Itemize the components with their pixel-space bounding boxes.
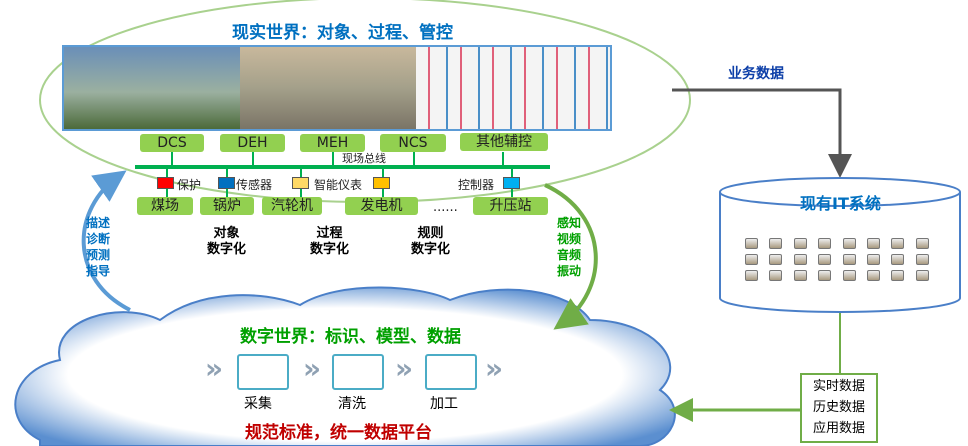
object-generator: 发电机 bbox=[345, 197, 418, 215]
it-system-cylinder bbox=[719, 192, 961, 313]
server-icon bbox=[915, 254, 929, 265]
process-gear-icon bbox=[425, 354, 477, 390]
sensor-device-icon bbox=[218, 177, 235, 189]
server-icon bbox=[891, 270, 905, 281]
platform-footer: 规范标准，统一数据平台 bbox=[245, 423, 432, 443]
object-coal-yard: 煤场 bbox=[137, 197, 193, 215]
application-data: 应用数据 bbox=[812, 421, 865, 436]
fieldbus-label: 现场总线 bbox=[342, 152, 386, 165]
server-icon bbox=[769, 238, 783, 249]
realtime-data: 实时数据 bbox=[812, 379, 865, 394]
server-icon bbox=[866, 238, 880, 249]
device-label: 控制器 bbox=[458, 178, 495, 192]
collect-icon bbox=[237, 354, 289, 390]
server-icon bbox=[818, 270, 832, 281]
fieldbus-line bbox=[135, 165, 550, 169]
photo-strip bbox=[62, 45, 612, 131]
object-substation: 升压站 bbox=[473, 197, 548, 215]
object-turbine: 汽轮机 bbox=[262, 197, 322, 215]
server-icon bbox=[915, 238, 929, 249]
server-icon bbox=[866, 270, 880, 281]
plant-schematic-image bbox=[416, 47, 610, 129]
right-sensing-arrow bbox=[544, 183, 598, 330]
cloud-shape bbox=[14, 286, 676, 446]
chevron-icon: » bbox=[485, 352, 504, 385]
server-icon bbox=[891, 254, 905, 265]
device-label: 传感器 bbox=[236, 178, 273, 192]
object-digitalization: 对象 数字化 bbox=[207, 226, 247, 257]
system-ncs: NCS bbox=[380, 134, 446, 152]
server-icon bbox=[745, 270, 758, 281]
protection-device-icon bbox=[157, 177, 174, 189]
step-clean: 清洗 bbox=[338, 396, 366, 412]
system-meh: MEH bbox=[300, 134, 365, 152]
server-icon bbox=[745, 238, 758, 249]
object-boiler: 锅炉 bbox=[200, 197, 254, 215]
smart-meter-icon bbox=[292, 177, 309, 189]
left-arrow-text: 描述 诊断 预测 指导 bbox=[86, 216, 111, 278]
business-data-arrow bbox=[672, 88, 852, 178]
chevron-icon: » bbox=[303, 352, 322, 385]
device-label: 保护 bbox=[177, 178, 202, 192]
controller-device-icon bbox=[503, 177, 520, 189]
server-icon bbox=[891, 238, 905, 249]
power-plant-photo bbox=[64, 47, 241, 129]
system-other-aux: 其他辅控 bbox=[460, 133, 548, 151]
server-icon bbox=[866, 254, 880, 265]
server-icon bbox=[915, 270, 929, 281]
chevron-icon: » bbox=[395, 352, 414, 385]
step-collect: 采集 bbox=[244, 396, 272, 412]
digital-world-title: 数字世界：标识、模型、数据 bbox=[240, 327, 461, 347]
server-grid: document.write('<span data-name="server-… bbox=[745, 238, 940, 281]
left-feedback-arrow bbox=[81, 170, 131, 312]
server-icon bbox=[842, 238, 856, 249]
right-arrow-text: 感知 视频 音频 振动 bbox=[557, 216, 582, 278]
server-icon bbox=[842, 254, 856, 265]
clean-icon bbox=[332, 354, 384, 390]
server-icon bbox=[818, 254, 832, 265]
object-ellipsis: ...... bbox=[433, 200, 458, 215]
server-icon bbox=[793, 238, 807, 249]
business-data-label: 业务数据 bbox=[728, 66, 784, 82]
server-icon bbox=[745, 254, 758, 265]
server-icon bbox=[769, 254, 783, 265]
server-icon bbox=[818, 238, 832, 249]
process-digitalization: 过程 数字化 bbox=[310, 226, 350, 257]
server-icon bbox=[842, 270, 856, 281]
real-world-title: 现实世界：对象、过程、管控 bbox=[232, 23, 453, 43]
rule-digitalization: 规则 数字化 bbox=[411, 226, 451, 257]
turbine-hall-photo bbox=[240, 47, 417, 129]
step-process: 加工 bbox=[430, 396, 458, 412]
chevron-icon: » bbox=[205, 352, 224, 385]
device-label: 智能仪表 bbox=[314, 178, 363, 192]
server-icon bbox=[793, 254, 807, 265]
history-data: 历史数据 bbox=[812, 400, 865, 415]
system-dcs: DCS bbox=[140, 134, 204, 152]
server-icon bbox=[769, 270, 783, 281]
system-deh: DEH bbox=[220, 134, 285, 152]
data-types-box: 实时数据 历史数据 应用数据 bbox=[800, 373, 878, 443]
it-system-title: 现有IT系统 bbox=[800, 194, 881, 213]
server-icon bbox=[793, 270, 807, 281]
device-icon bbox=[373, 177, 390, 189]
